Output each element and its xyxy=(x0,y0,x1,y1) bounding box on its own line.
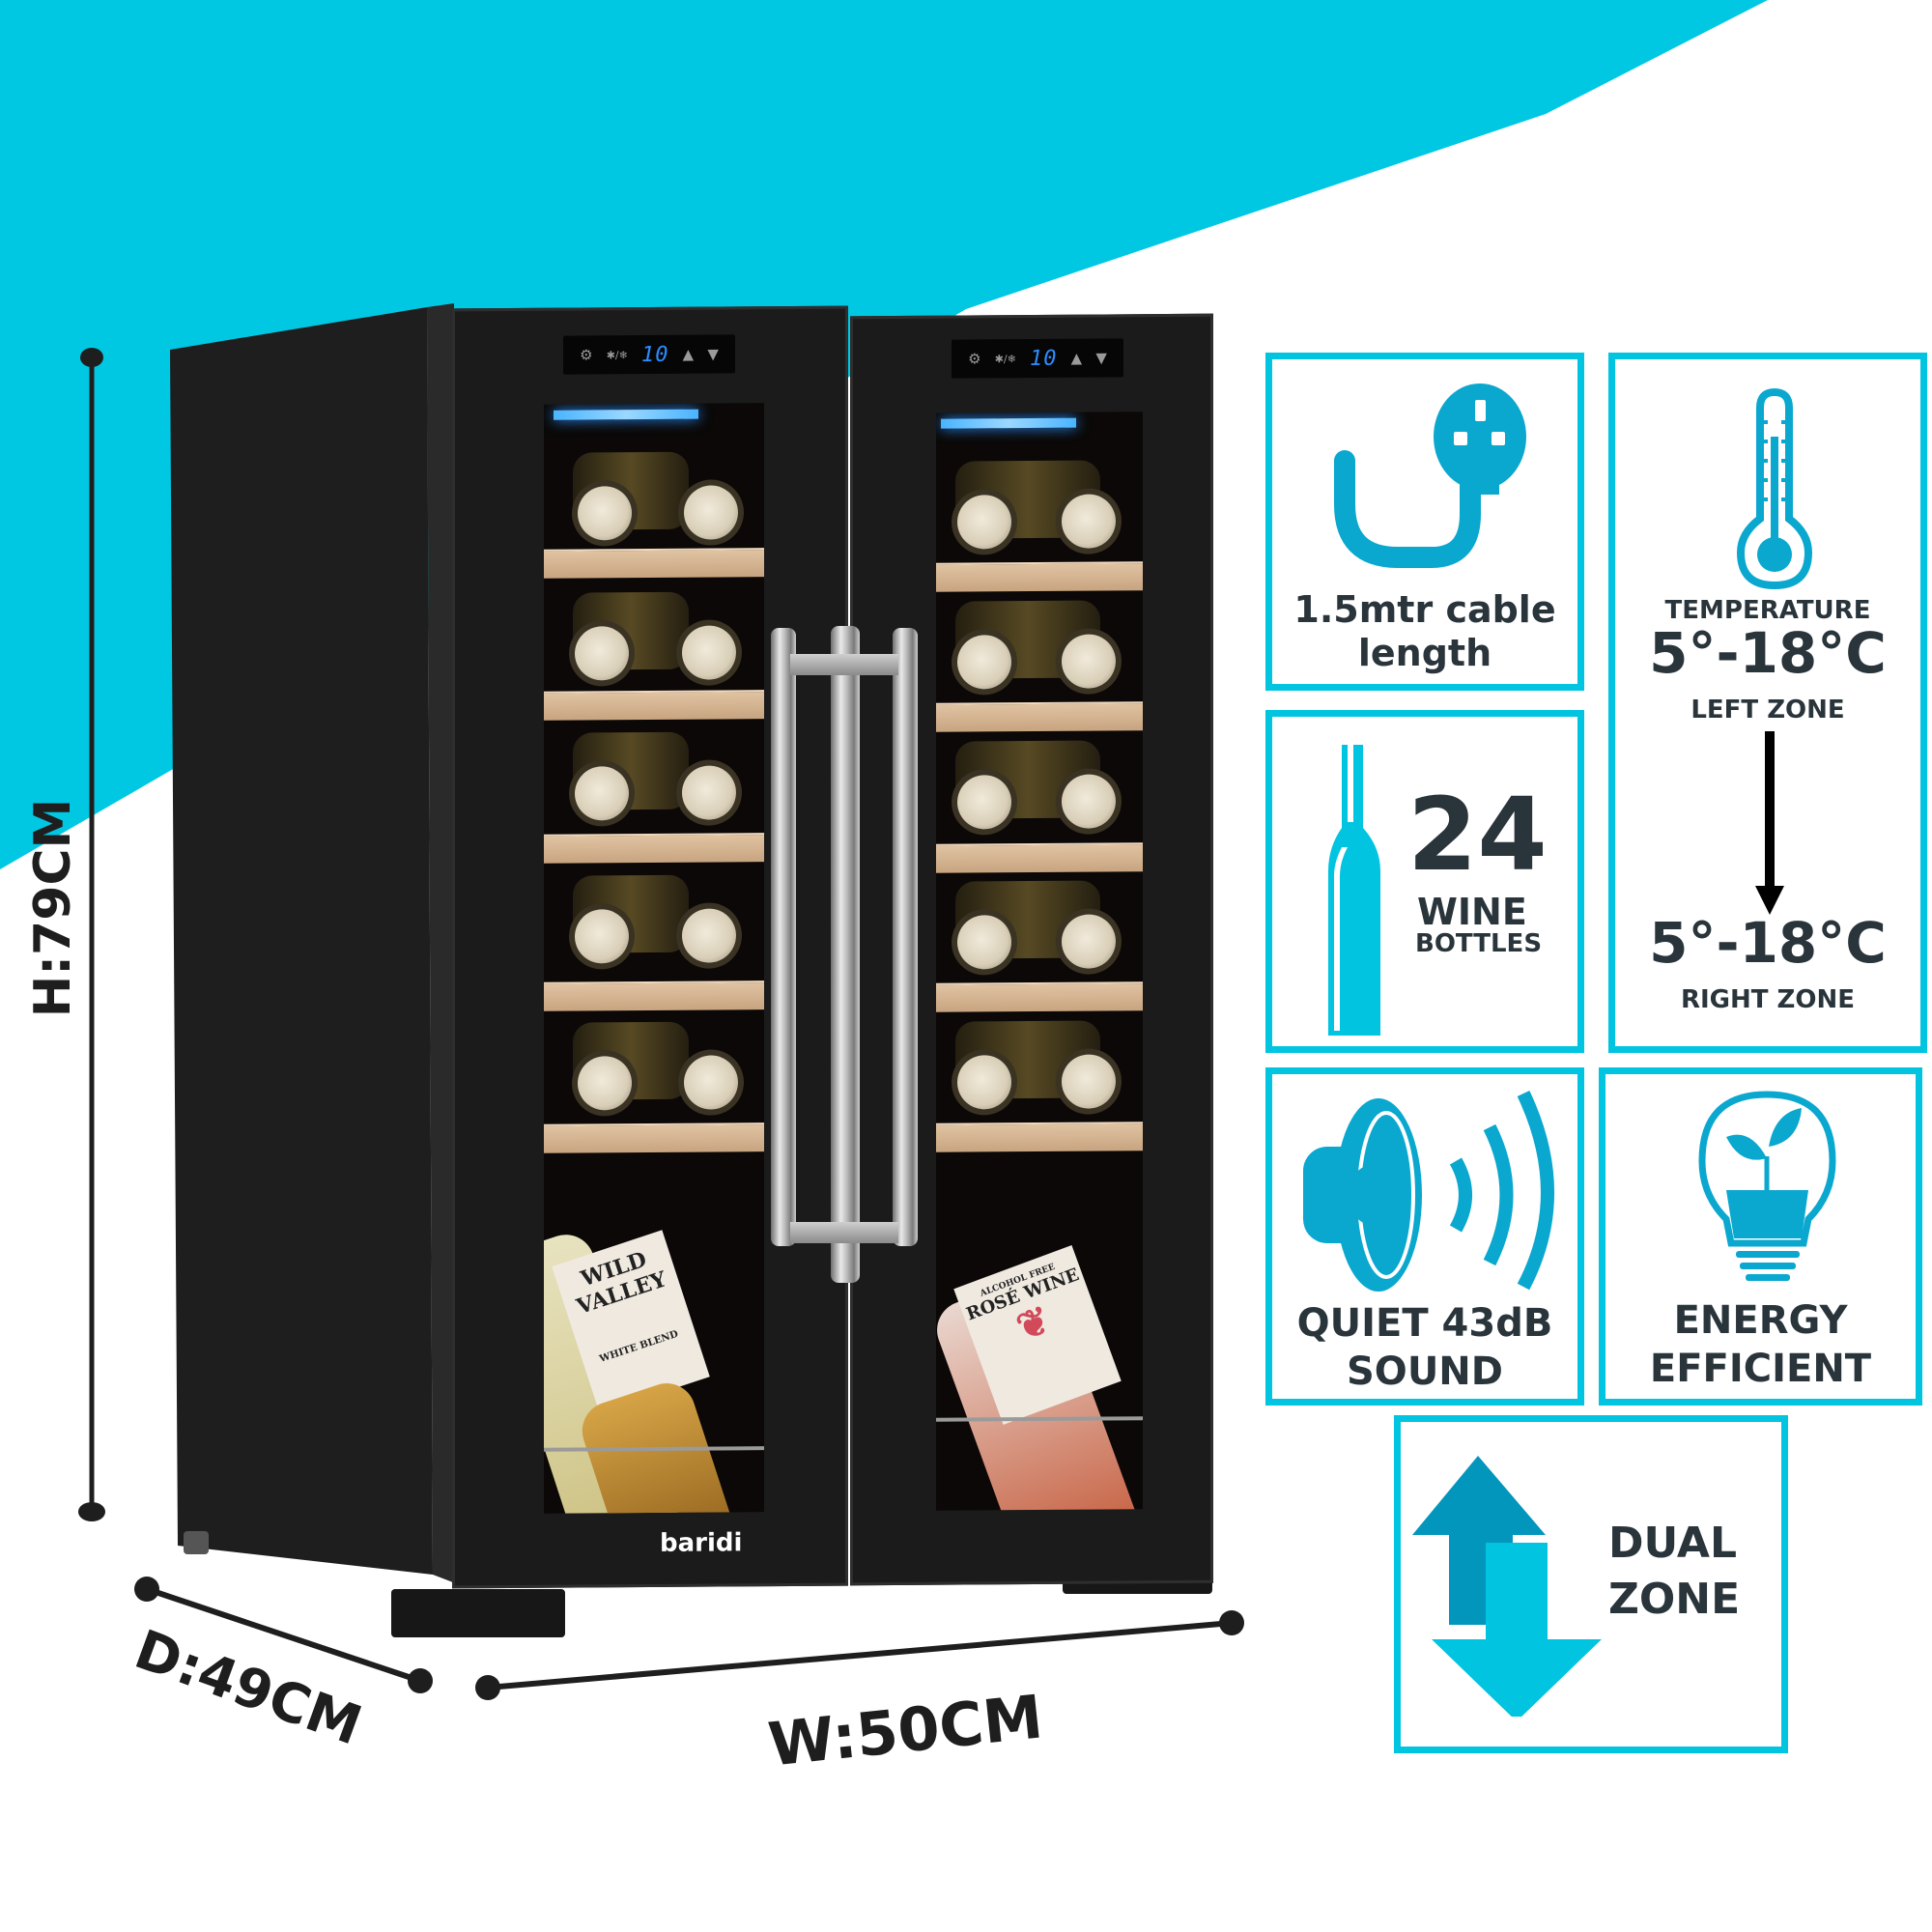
feature-card-cable-length: 1.5mtr cable length xyxy=(1265,353,1584,691)
up-down-arrows-icon xyxy=(1412,1456,1602,1717)
capacity-bottles: BOTTLES xyxy=(1415,929,1543,958)
noise-line2: SOUND xyxy=(1347,1350,1503,1394)
dual-zone-line2: ZONE xyxy=(1608,1575,1741,1624)
cabinet-side-panel xyxy=(170,303,458,1584)
left-zone-label: LEFT ZONE xyxy=(1690,696,1845,724)
temperature-heading: TEMPERATURE xyxy=(1664,596,1871,625)
feature-card-temperature: TEMPERATURE 5°-18°C LEFT ZONE 5°-18°C RI… xyxy=(1608,353,1927,1053)
handle-bracket xyxy=(790,1222,898,1243)
plug-cable-icon xyxy=(1334,384,1526,568)
handle-bracket xyxy=(790,654,898,675)
cable-length-line1: 1.5mtr cable xyxy=(1293,588,1556,631)
capacity-wine: WINE xyxy=(1417,891,1527,933)
thermometer-icon xyxy=(1736,388,1813,590)
feature-card-energy: ENERGY EFFICIENT xyxy=(1599,1067,1922,1406)
right-zone-range: 5°-18°C xyxy=(1649,910,1887,976)
left-zone-range: 5°-18°C xyxy=(1649,620,1887,686)
height-label: H:79CM xyxy=(24,798,82,1018)
feature-card-capacity: 24 WINE BOTTLES xyxy=(1265,710,1584,1053)
feature-card-dual-zone: DUAL ZONE xyxy=(1394,1415,1788,1753)
energy-line1: ENERGY xyxy=(1673,1298,1848,1343)
cable-length-line2: length xyxy=(1357,632,1492,674)
center-handle[interactable] xyxy=(831,626,860,1283)
speaker-icon xyxy=(1303,1090,1554,1292)
foot-front-left xyxy=(391,1589,565,1637)
right-zone-label: RIGHT ZONE xyxy=(1680,985,1856,1014)
foot-left-back xyxy=(184,1531,209,1554)
dual-zone-line1: DUAL xyxy=(1608,1519,1737,1568)
noise-line1: QUIET 43dB xyxy=(1296,1301,1553,1346)
lightbulb-plant-icon xyxy=(1698,1091,1836,1281)
capacity-number: 24 xyxy=(1407,776,1548,894)
wine-bottle-icon xyxy=(1328,745,1380,1036)
energy-line2: EFFICIENT xyxy=(1649,1347,1872,1391)
down-arrow-icon xyxy=(1755,731,1784,915)
right-door-handle[interactable] xyxy=(893,628,918,1246)
feature-card-noise: QUIET 43dB SOUND xyxy=(1265,1067,1584,1406)
left-door-handle[interactable] xyxy=(771,628,796,1246)
